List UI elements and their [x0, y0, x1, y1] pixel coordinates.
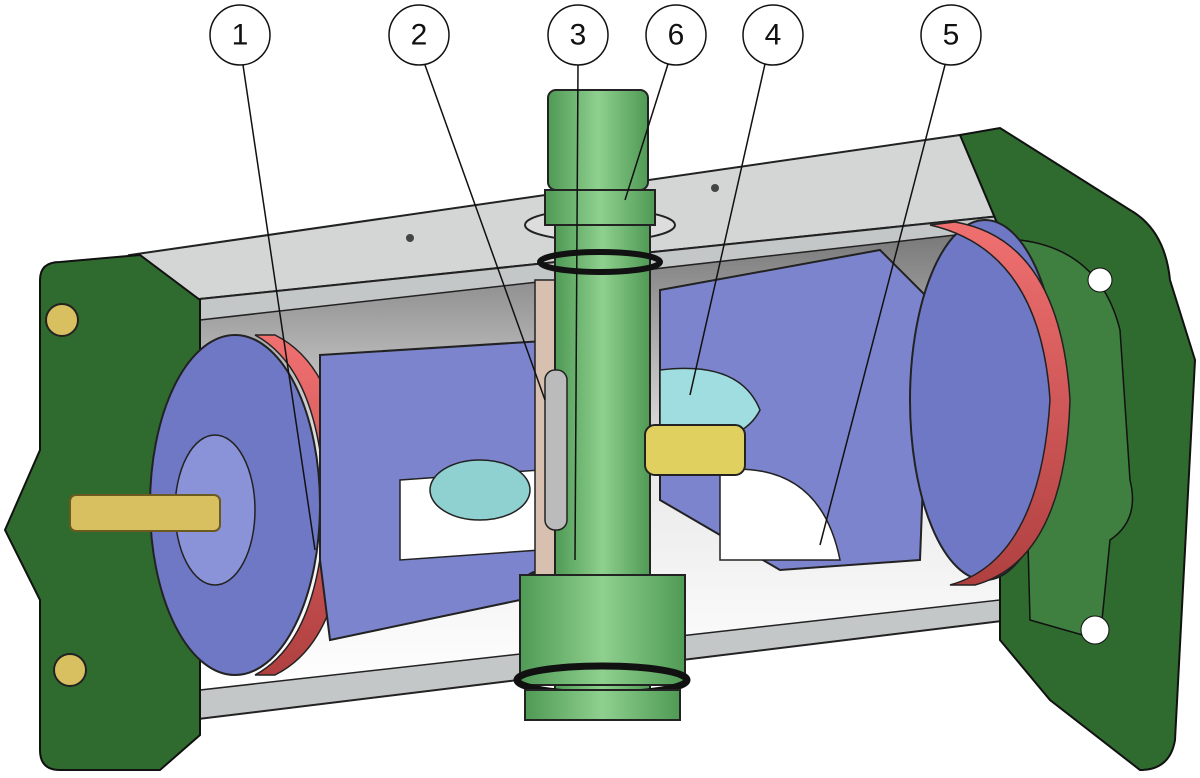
guide-pin: [644, 424, 746, 476]
leader-lines: [242, 63, 946, 561]
bolt-icon: [53, 653, 87, 687]
pin: [544, 369, 568, 531]
callout-6: 6: [645, 4, 707, 66]
callout-3: 3: [547, 4, 609, 66]
callout-label: 6: [668, 19, 685, 52]
callout-label: 3: [570, 19, 587, 52]
pinion-shaft: [513, 89, 746, 721]
callout-4: 4: [742, 4, 804, 66]
callout-5: 5: [920, 4, 982, 66]
callout-label: 4: [765, 19, 782, 52]
callout-1: 1: [209, 4, 271, 66]
callout-2: 2: [388, 4, 450, 66]
bolt-icon: [45, 303, 79, 337]
callout-label: 5: [943, 19, 960, 52]
adjustment-screw: [69, 494, 221, 532]
callout-label: 2: [411, 19, 428, 52]
right-piston: [659, 219, 1071, 586]
callout-label: 1: [232, 19, 249, 52]
right-piston-seal: [929, 221, 1071, 586]
